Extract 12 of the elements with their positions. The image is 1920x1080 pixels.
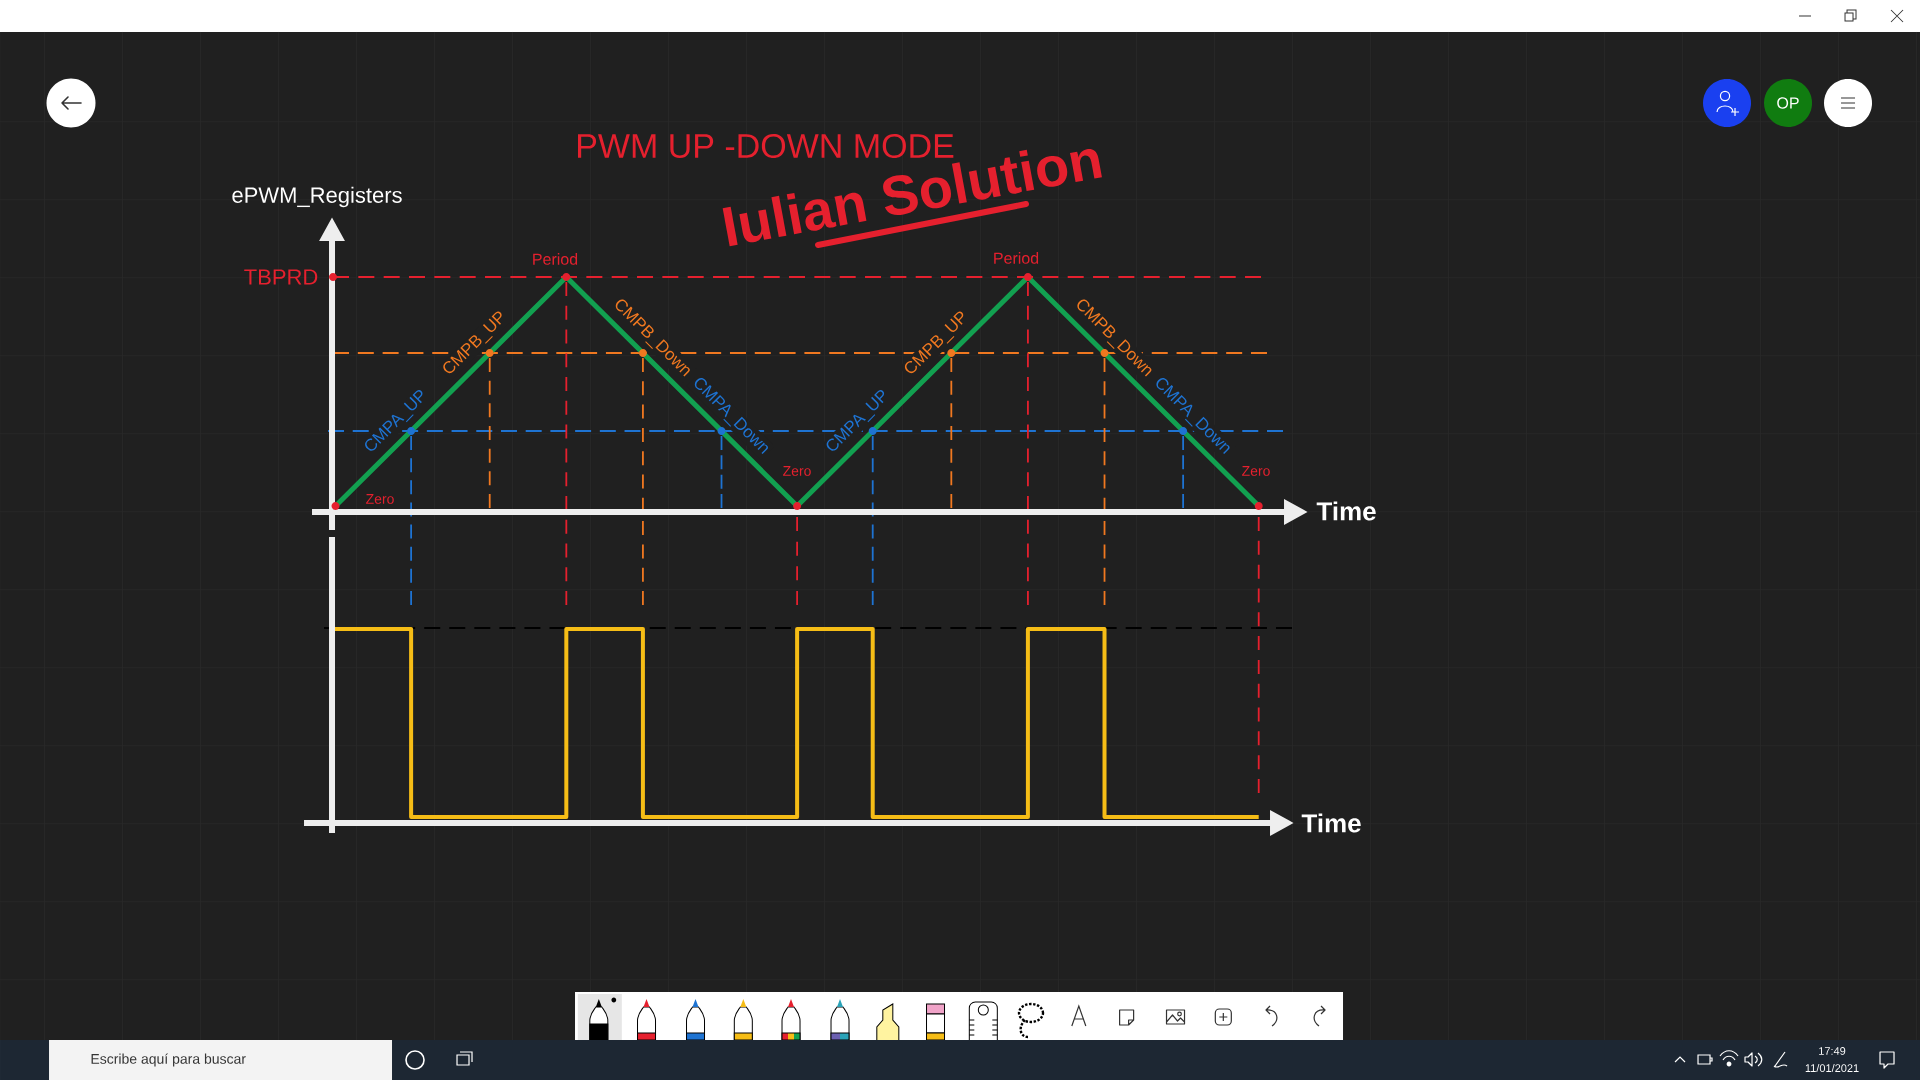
axis-label: ePWM_Registers (232, 186, 402, 208)
point-label: Zero (783, 466, 811, 476)
search-field: Escribe aquí para buscar (49, 1040, 392, 1080)
point-label: Zero (1242, 466, 1270, 476)
level-label: TBPRD (244, 269, 318, 285)
point-label: Zero (366, 494, 394, 504)
clock-time: 17:49 (1819, 1047, 1846, 1055)
clock-date: 11/01/2021 (1805, 1063, 1859, 1072)
axis-label: Time (1316, 501, 1376, 521)
axis-label: Time (1301, 813, 1361, 833)
point-label: Period (533, 253, 578, 265)
point-label: Period (994, 252, 1039, 264)
